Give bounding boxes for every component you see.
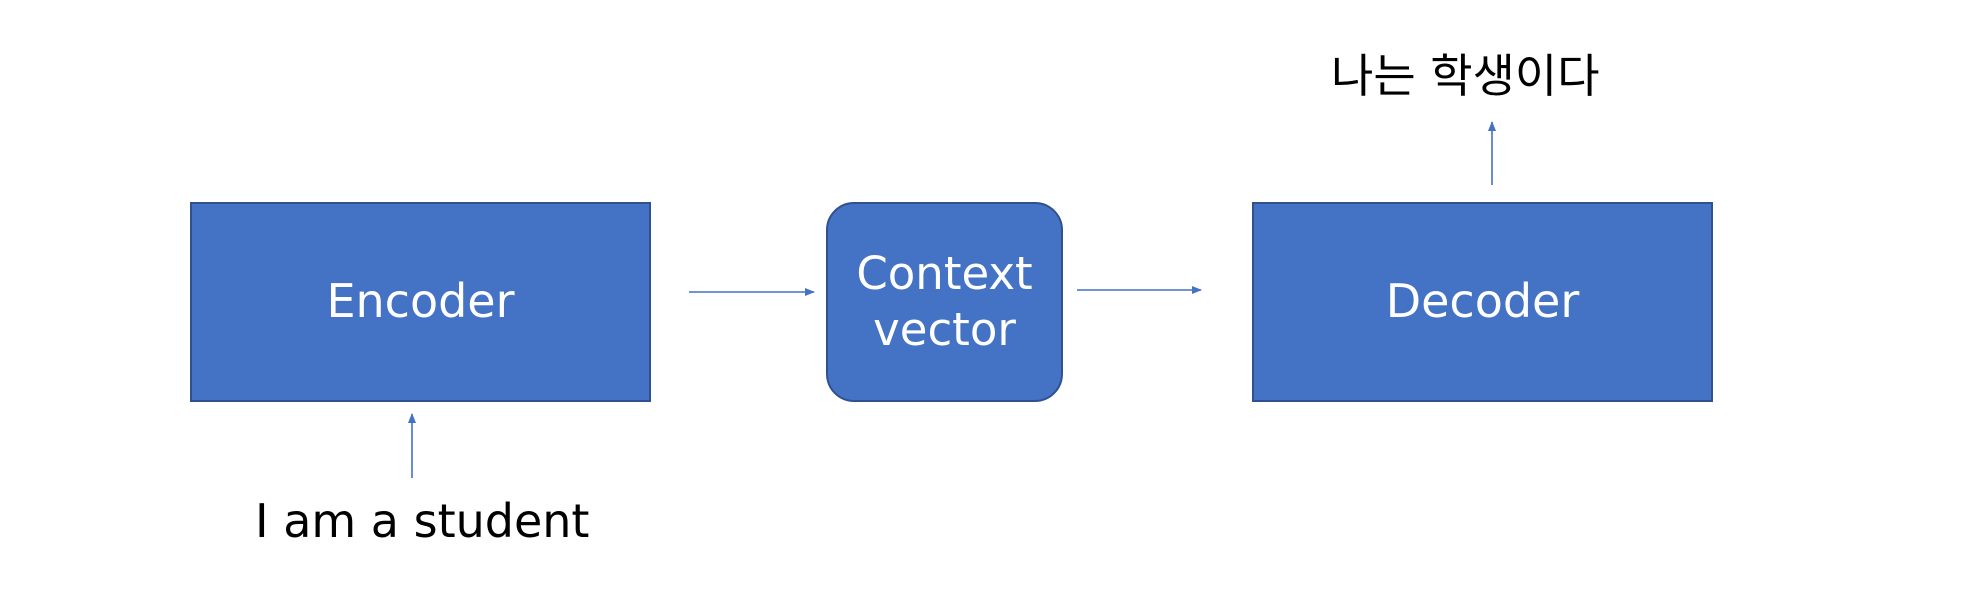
encoder-box: Encoder [190, 202, 651, 402]
output-sentence: 나는 학생이다 [1331, 49, 1600, 103]
input-sentence: I am a student [255, 494, 590, 548]
decoder-label: Decoder [1385, 274, 1580, 329]
context-label-line2: vector [873, 303, 1016, 356]
context-vector-label: Context vector [856, 246, 1032, 359]
context-vector-box: Context vector [826, 202, 1063, 402]
context-label-line1: Context [856, 246, 1033, 300]
encoder-label: Encoder [326, 274, 515, 329]
decoder-box: Decoder [1252, 202, 1713, 402]
